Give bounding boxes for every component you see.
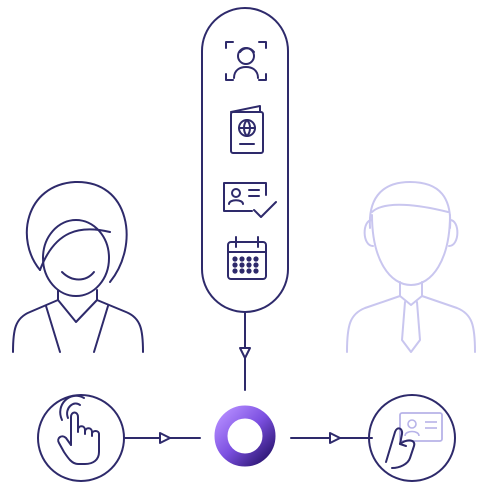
man-avatar-icon [346,181,476,353]
touch-icon [57,394,100,465]
id-handover-node [368,394,456,482]
hub-to-handover-arrow [290,432,373,444]
calendar-icon [227,236,267,280]
capsule-to-hub-connector [239,311,251,391]
touch-node [37,394,125,482]
face-scan-icon [225,41,267,81]
passport-icon [230,105,264,154]
requirements-capsule [201,7,289,313]
id-card-check-icon [223,182,277,218]
hand-id-card-icon [385,412,443,469]
woman-avatar-icon [12,180,144,353]
ring-logo-icon [214,405,276,467]
touch-to-hub-arrow [123,432,201,444]
